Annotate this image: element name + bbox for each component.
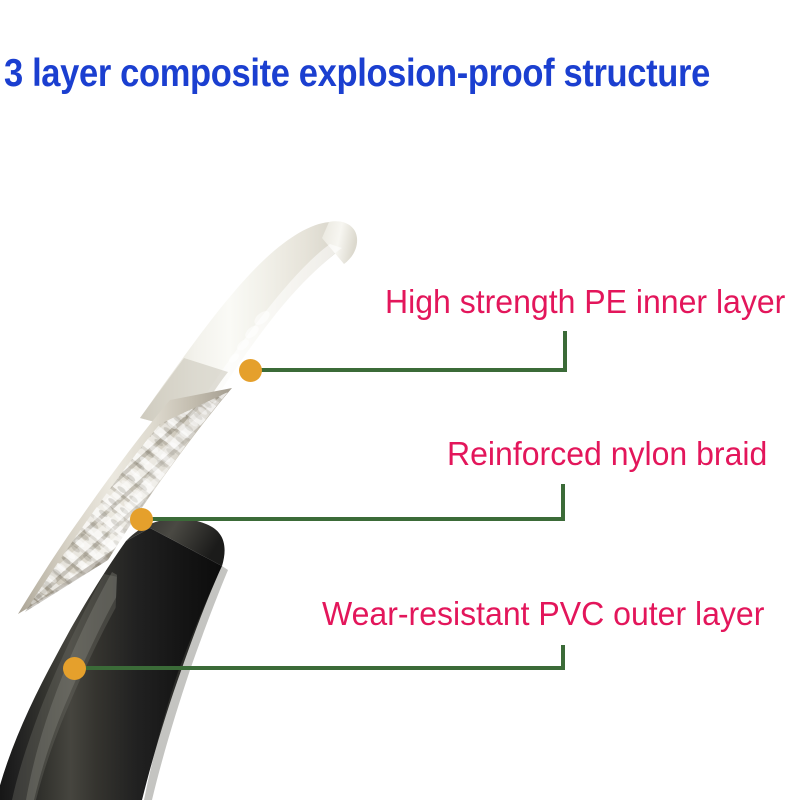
pvc-outer-layer-photo	[0, 518, 228, 800]
page-title: 3 layer composite explosion-proof struct…	[4, 52, 710, 95]
